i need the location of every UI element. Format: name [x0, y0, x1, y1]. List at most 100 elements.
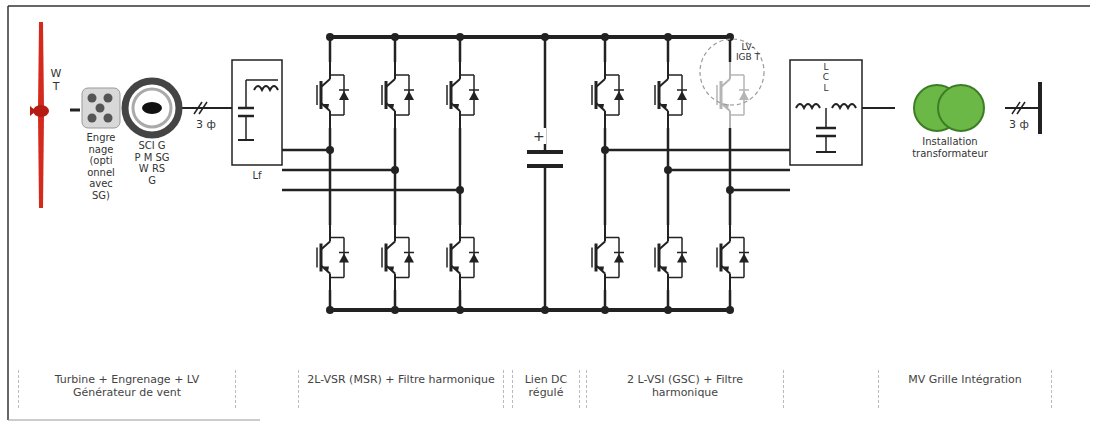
igbt-emitter — [451, 103, 460, 111]
wire — [816, 127, 836, 130]
igbt-emitter — [667, 111, 669, 128]
diode-wire — [330, 114, 344, 116]
inductor-symbol — [254, 86, 278, 90]
junction-dot — [664, 306, 672, 314]
diode-wire — [330, 74, 344, 76]
wire — [667, 128, 670, 225]
diode-bar — [339, 252, 349, 254]
igbt-emitter — [329, 274, 331, 291]
node-text: Lf — [238, 170, 276, 182]
igbt-emitter — [596, 103, 605, 111]
phase-label: 3 ф — [1008, 118, 1030, 131]
node-text: Turbine + Engrenage + LV Générateur de v… — [25, 374, 229, 399]
diode-symbol — [739, 254, 749, 263]
transformer-winding — [938, 85, 984, 131]
igbt-gate — [446, 248, 448, 268]
generator-rotor — [142, 102, 162, 114]
diode-symbol — [469, 91, 479, 100]
wire — [730, 189, 790, 192]
diode-symbol — [677, 91, 687, 100]
diode-wire — [605, 277, 619, 279]
junction-dot — [601, 306, 609, 314]
filter-box — [232, 60, 282, 165]
diode-wire — [605, 237, 619, 239]
junction-dot — [391, 33, 399, 41]
igbt-arrow — [598, 104, 604, 109]
diode-bar — [404, 252, 414, 254]
wire — [605, 149, 790, 152]
igbt-emitter — [667, 274, 669, 291]
lc-filter-shape — [232, 60, 282, 188]
diode-bar — [739, 89, 749, 91]
igbt-arrow — [453, 267, 459, 272]
generator-stator — [125, 81, 179, 135]
igbt-emitter — [459, 274, 461, 291]
diode-symbol — [339, 254, 349, 263]
node-text: Engre nage (opti onnel avec SG) — [82, 132, 120, 201]
igbt-gate — [316, 85, 318, 105]
diode-bar — [404, 89, 414, 91]
diode-wire — [460, 114, 474, 116]
wind-turbine: W T — [22, 16, 70, 212]
igbt-emitter — [729, 111, 731, 128]
igbt-gate — [591, 248, 593, 268]
igbt-gate — [654, 248, 656, 268]
wire — [604, 128, 607, 225]
node-text: LV- IGB T — [734, 42, 762, 63]
phase-label: 3 ф — [195, 118, 217, 131]
gear-wheel — [88, 94, 97, 103]
wire — [729, 128, 732, 225]
capacitor-plate — [527, 150, 563, 154]
node-text: L C L — [821, 62, 831, 93]
power-wire — [862, 107, 895, 109]
filter-box — [790, 60, 862, 165]
node-text: W T — [50, 68, 62, 93]
igbt-gate — [654, 85, 656, 105]
diode-bar — [614, 252, 624, 254]
gearbox-body — [82, 88, 120, 128]
diode-wire — [668, 277, 682, 279]
grid-bus — [1038, 82, 1042, 134]
igbt-emitter — [729, 274, 731, 291]
diode-wire — [395, 74, 409, 76]
grid-wire — [1005, 107, 1040, 109]
lcl-filter: L C L — [790, 60, 862, 165]
dashed-highlight — [700, 39, 764, 105]
igbt-emitter — [386, 266, 395, 274]
igbt-collector — [459, 225, 461, 242]
igbt-emitter — [604, 111, 606, 128]
wire — [825, 136, 827, 152]
igbt-emitter — [721, 266, 730, 274]
diode-wire — [395, 114, 409, 116]
section-band: Turbine + Engrenage + LV Générateur de v… — [18, 370, 236, 408]
diode-symbol — [677, 254, 687, 263]
igbt-collector — [394, 62, 396, 79]
diode-wire — [730, 277, 744, 279]
igbt-emitter — [659, 103, 668, 111]
diode-bar — [677, 252, 687, 254]
igbt-gate — [381, 248, 383, 268]
inductor-symbol — [832, 104, 856, 108]
igbt-emitter — [394, 274, 396, 291]
capacitor-lead — [544, 166, 547, 310]
node-text: MV Grille Intégration — [885, 374, 1045, 387]
node-text: SCI G P M SG W RS G — [134, 140, 170, 186]
phase-mark — [1017, 102, 1025, 114]
wire — [282, 189, 460, 192]
turbine-blade — [38, 22, 44, 108]
generator: SCI G P M SG W RS G — [124, 76, 180, 226]
junction-dot — [664, 33, 672, 41]
gearbox: Engre nage (opti onnel avec SG) — [80, 80, 122, 210]
diode-wire — [730, 74, 744, 76]
igbt-arrow — [661, 104, 667, 109]
junction-dot — [391, 306, 399, 314]
wire — [459, 128, 462, 225]
igbt-gate — [591, 85, 593, 105]
section-band: 2L-VSR (MSR) + Filtre harmonique — [298, 370, 504, 408]
lv-igbt-callout-shape — [698, 38, 766, 106]
igbt-collector — [667, 62, 669, 79]
diode-wire — [330, 277, 344, 279]
igbt-emitter — [386, 103, 395, 111]
